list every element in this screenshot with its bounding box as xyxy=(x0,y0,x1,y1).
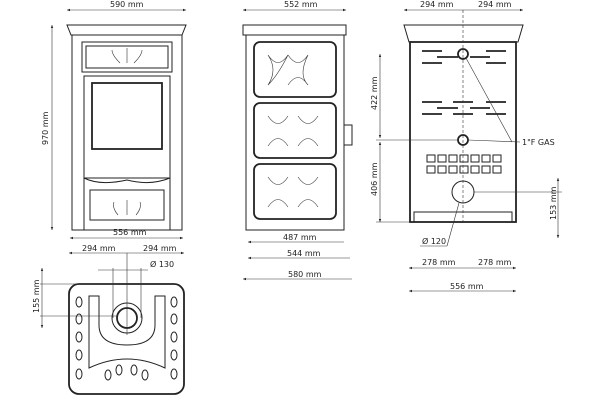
side-depth-c-label: 580 mm xyxy=(288,270,322,279)
back-view: 1"F GAS 294 mm 294 mm 422 mm 406 mm 153 … xyxy=(370,0,562,293)
side-depth-b-label: 544 mm xyxy=(287,249,321,258)
front-base-width-label: 556 mm xyxy=(113,228,147,237)
back-half-left-label: 294 mm xyxy=(420,0,454,9)
front-height-label: 970 mm xyxy=(41,111,50,145)
top-view: 294 mm 294 mm Ø 130 155 mm xyxy=(32,244,185,395)
back-bottom-right-label: 278 mm xyxy=(478,258,512,267)
top-half-left-label: 294 mm xyxy=(82,244,116,253)
flue-diameter-label: Ø 130 xyxy=(150,259,174,269)
front-view: 590 mm 970 mm 556 mm xyxy=(41,0,187,240)
flue-offset-label: 155 mm xyxy=(32,279,41,313)
gas-connection-label: 1"F GAS xyxy=(522,138,555,147)
front-width-label: 590 mm xyxy=(110,0,144,9)
side-depth-a-label: 487 mm xyxy=(283,233,317,242)
side-width-label: 552 mm xyxy=(284,0,318,9)
side-view: 552 mm 487 mm 544 mm 580 mm xyxy=(242,0,353,281)
back-lower-height-label: 406 mm xyxy=(370,162,379,196)
back-upper-height-label: 422 mm xyxy=(370,76,379,110)
outlet-diameter-label: Ø 120 xyxy=(422,236,446,246)
back-bottom-width-label: 556 mm xyxy=(450,282,484,291)
outlet-height-label: 153 mm xyxy=(549,186,558,220)
back-bottom-left-label: 278 mm xyxy=(422,258,456,267)
top-half-right-label: 294 mm xyxy=(143,244,177,253)
back-half-right-label: 294 mm xyxy=(478,0,512,9)
